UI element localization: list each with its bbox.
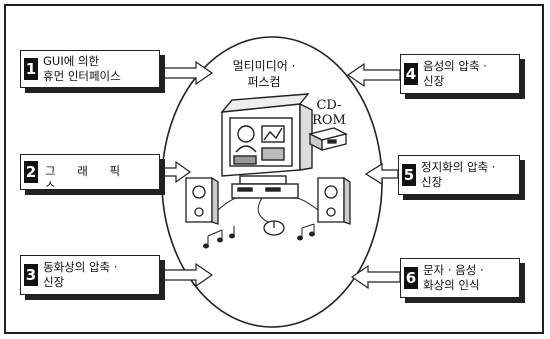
feature-number: 6 [404,267,418,289]
music-note-icon [204,226,235,248]
feature-label: 정지화의 압축 · 신장 [421,160,495,190]
music-note-icon [298,224,315,240]
speaker-icon [186,178,218,224]
arrow-left-icon [348,64,400,86]
speaker-icon [318,178,350,224]
feature-label: GUI에 의한 휴먼 인터페이스 [43,54,121,84]
feature-number: 1 [24,58,38,80]
feature-number: 3 [24,264,38,286]
feature-box-4: 4 음성의 압축 · 신장 [400,54,520,94]
feature-box-5: 5 정지화의 압축 · 신장 [398,155,520,195]
feature-label: 음성의 압축 · 신장 [423,59,487,89]
computer-monitor-icon [222,94,312,198]
feature-number: 2 [24,161,38,183]
feature-box-6: 6 문자 · 음성 · 화상의 인식 [400,258,520,298]
arrow-right-icon [160,62,212,84]
arrow-left-icon [366,164,398,184]
feature-box-2: 2 그 래 픽 스 [20,154,160,190]
center-title: 멀티미디어 · 퍼스컴 [214,58,314,90]
feature-label: 그 래 픽 스 [45,164,159,194]
feature-number: 5 [402,164,416,186]
arrow-right-icon [162,264,212,286]
feature-box-1: 1 GUI에 의한 휴먼 인터페이스 [20,50,160,88]
mouse-icon [264,221,284,235]
feature-label: 동화상의 압축 · 신장 [43,260,117,290]
feature-box-3: 3 동화상의 압축 · 신장 [20,255,160,295]
feature-number: 4 [404,63,418,85]
cd-rom-drive-icon [310,128,346,150]
cdrom-label: CD- ROM [304,98,354,128]
feature-label: 문자 · 음성 · 화상의 인식 [423,263,484,293]
